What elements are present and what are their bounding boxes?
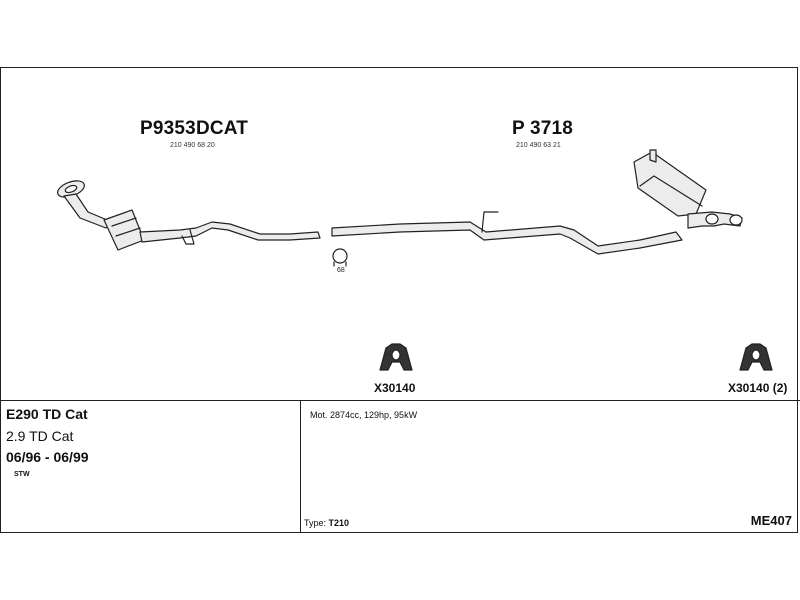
clamp-icon [332,248,348,267]
front-pipe-hanger [181,229,195,245]
rear-silencer [633,151,707,217]
rear-middle-pipe [331,221,683,255]
front-intermediate-pipe [139,221,321,243]
info-column-divider [300,400,301,533]
front-part-number: P9353DCAT [140,118,249,139]
front-oem-number: 210 490 68 20 [170,142,215,149]
silencer-inlet [649,149,657,163]
rubber-hanger-right-icon [739,343,773,371]
diagram-frame [0,67,798,533]
vehicle-body: STW [14,471,30,478]
hanger-left-number: X30140 [374,381,416,395]
rubber-hanger-left-icon [379,343,413,371]
rear-oem-number: 210 490 63 21 [516,142,561,149]
type-row: Type: T210 [304,518,349,528]
catalytic-converter [103,209,145,251]
vehicle-model: E290 TD Cat [6,406,88,422]
clamp-label: 68 [337,267,345,274]
catalog-code: ME407 [750,513,792,528]
hanger-right-number: X30140 (2) [728,381,788,395]
motor-spec: Mot. 2874cc, 129hp, 95kW [310,410,418,420]
info-divider [0,400,800,401]
type-label: Type: [304,518,327,528]
type-value: T210 [328,518,350,528]
vehicle-years: 06/96 - 06/99 [6,449,89,465]
rear-pipe-hanger [481,211,499,233]
rear-part-number: P 3718 [512,118,574,139]
vehicle-engine: 2.9 TD Cat [6,428,74,444]
